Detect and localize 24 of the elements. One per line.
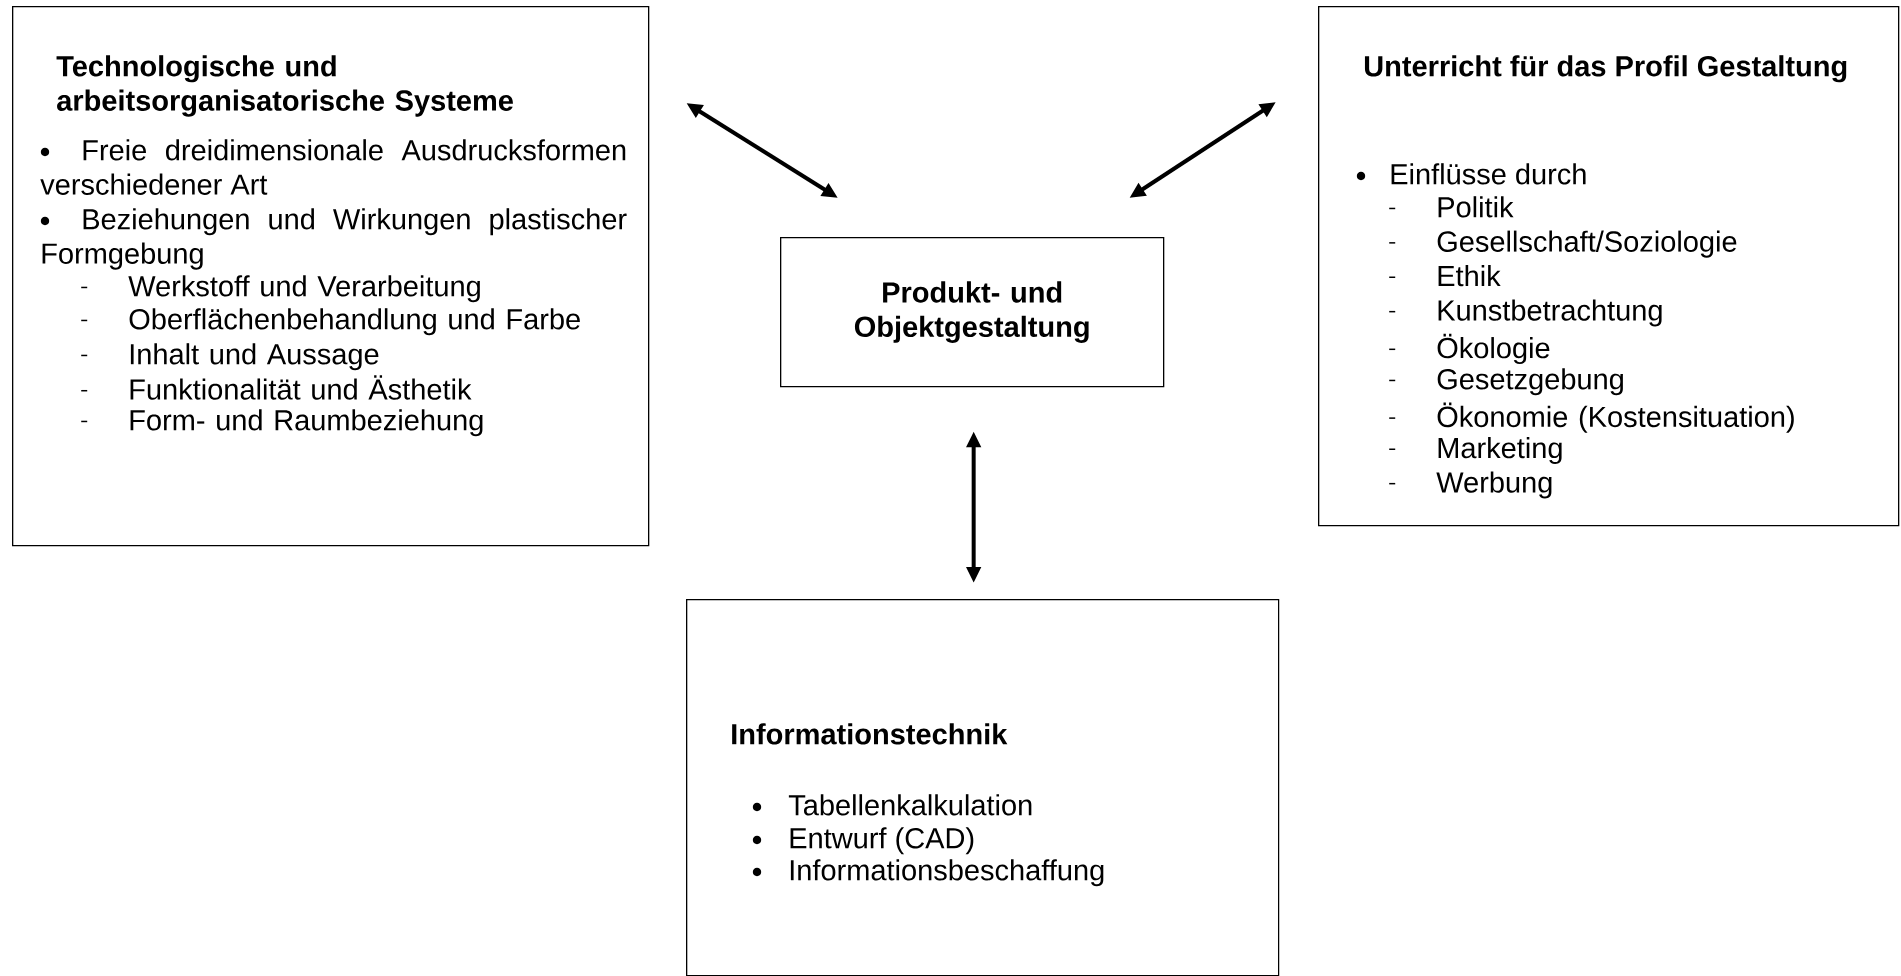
center-box: Produkt- und Objektgestaltung xyxy=(780,237,1165,388)
list-item: Tabellenkalkulation xyxy=(752,794,1032,816)
list-item: Entwurf (CAD) xyxy=(752,827,974,855)
list-item: Gesetzgebung xyxy=(1388,368,1623,396)
list-item: Form- und Raumbeziehung xyxy=(80,409,483,437)
list-item: Freie dreidimensionale Ausdrucksformen verschiedener Art xyxy=(40,139,626,195)
list-item: Ökologie xyxy=(1388,333,1550,365)
list-item: Ökonomie (Kostensituation) xyxy=(1388,402,1794,433)
box-heading: Technologische und arbeitsorganisatorische Systeme xyxy=(56,55,513,117)
list-item: Inhalt und Aussage xyxy=(80,343,379,371)
list-item: Marketing xyxy=(1388,437,1562,465)
list-item: Informationsbeschaffung xyxy=(752,859,1104,887)
list-item: Gesellschaft/Soziologie xyxy=(1388,230,1737,258)
list-item: Einflüsse durch xyxy=(1356,163,1586,185)
box-heading: Informationstechnik xyxy=(732,723,1008,745)
box-heading: Unterricht für das Profil Gestaltung xyxy=(1364,55,1847,83)
list-item: Werbung xyxy=(1388,471,1552,499)
list-item: Kunstbetrachtung xyxy=(1388,299,1662,327)
list-item: Politik xyxy=(1388,196,1514,218)
list-item: Funktionalität und Ästhetik xyxy=(80,375,472,400)
list-item: Beziehungen und Wirkungen plastischer Formgebung xyxy=(40,208,627,270)
list-item: Oberflächenbehandlung und Farbe xyxy=(80,308,580,336)
list-item: Werkstoff und Verarbeitung xyxy=(80,275,480,303)
list-item: Ethik xyxy=(1388,265,1501,287)
